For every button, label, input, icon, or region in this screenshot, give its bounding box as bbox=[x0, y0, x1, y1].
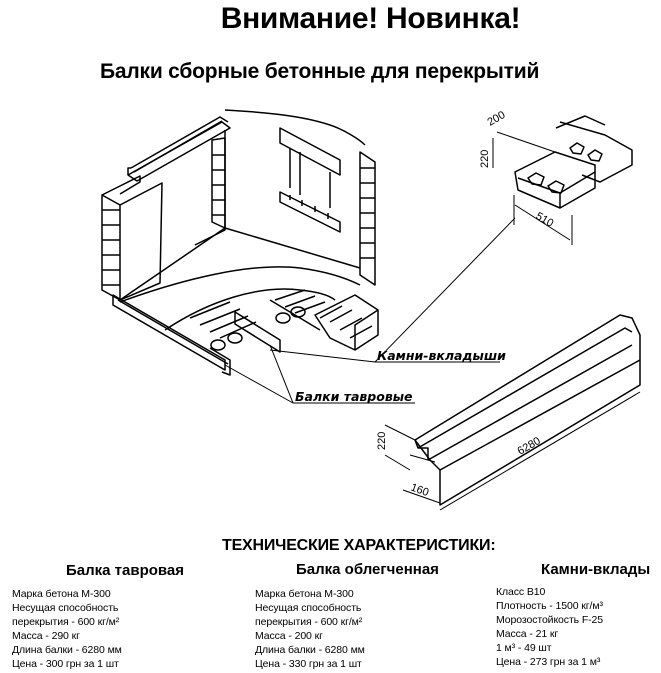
leader-lines bbox=[224, 217, 516, 404]
spec-line: Масса - 21 кг bbox=[496, 628, 559, 640]
spec-list-light-beam: Марка бетона М-300 Несущая способность п… bbox=[255, 587, 365, 671]
beam-height-dim: 220 bbox=[376, 432, 388, 450]
spec-line: Длина балки - 6280 мм bbox=[12, 644, 122, 656]
insert-block-illustration bbox=[492, 115, 633, 245]
spec-line: перекрытия - 600 кг/м² bbox=[12, 616, 120, 628]
spec-line: Несущая способность bbox=[12, 602, 119, 614]
spec-line: перекрытия - 600 кг/м² bbox=[255, 616, 363, 628]
specs-heading: ТЕХНИЧЕСКИЕ ХАРАКТЕРИСТИКИ: bbox=[222, 537, 496, 554]
spec-line: Плотность - 1500 кг/м³ bbox=[496, 600, 603, 612]
spec-line: Цена - 330 грн за 1 шт bbox=[255, 658, 362, 670]
block-height-dim: 220 bbox=[479, 150, 491, 168]
spec-line: 1 м³ - 49 шт bbox=[496, 642, 552, 654]
spec-line: Морозостойкость F-25 bbox=[496, 614, 604, 626]
spec-line: Масса - 290 кг bbox=[12, 630, 80, 642]
spec-line: Марка бетона М-300 bbox=[255, 588, 354, 600]
block-width-dim: 200 bbox=[486, 109, 508, 129]
house-cutaway-illustration bbox=[101, 109, 379, 376]
page-title: Внимание! Новинка! bbox=[220, 2, 521, 35]
spec-line: Марка бетона М-300 bbox=[12, 588, 111, 600]
spec-line: Масса - 200 кг bbox=[255, 630, 323, 642]
spec-line: Класс В10 bbox=[496, 586, 546, 598]
spec-list-tee-beam: Марка бетона М-300 Несущая способность п… bbox=[12, 587, 122, 671]
construction-drawing: 200 220 510 220 160 6280 bbox=[101, 109, 641, 511]
spec-list-insert-stones: Класс В10 Плотность - 1500 кг/м³ Морозос… bbox=[496, 585, 603, 669]
spec-title-insert-stones: Камни-вклады bbox=[541, 561, 651, 578]
spec-line: Цена - 300 грн за 1 шт bbox=[12, 658, 119, 670]
block-length-dim: 510 bbox=[534, 210, 556, 230]
spec-line: Цена - 273 грн за 1 м³ bbox=[496, 656, 601, 668]
page-subtitle: Балки сборные бетонные для перекрытий bbox=[100, 60, 540, 83]
beam-width-dim: 160 bbox=[409, 482, 430, 500]
spec-line: Несущая способность bbox=[255, 602, 362, 614]
beam-length-dim: 6280 bbox=[516, 435, 543, 458]
label-tee-beams: Балки тавровые bbox=[295, 389, 413, 404]
spec-title-light-beam: Балка облегченная bbox=[296, 561, 439, 578]
tee-beam-illustration bbox=[384, 314, 641, 511]
label-insert-stones: Камни-вкладыши bbox=[377, 348, 506, 363]
spec-line: Длина балки - 6280 мм bbox=[255, 644, 365, 656]
spec-title-tee-beam: Балка тавровая bbox=[66, 562, 185, 579]
